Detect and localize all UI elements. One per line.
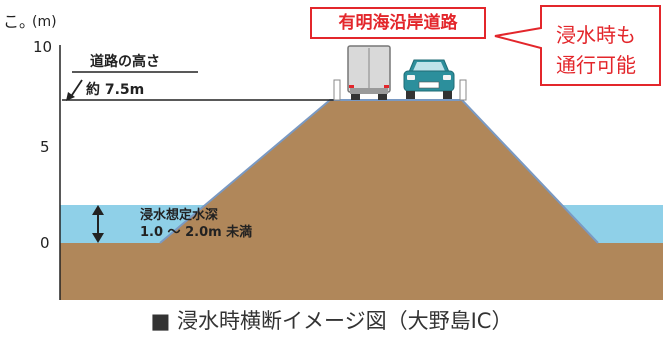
- y-tick-0: 0: [40, 234, 50, 252]
- road-height-value: 約 7.5m: [86, 81, 144, 98]
- flood-depth-arrowhead-down: [92, 233, 104, 243]
- truck-icon: [347, 45, 391, 100]
- flood-depth-title: 浸水想定水深: [140, 207, 218, 223]
- road-height-arrowhead: [66, 92, 75, 101]
- road-surface-outline: [159, 99, 599, 244]
- clipped-corner-text: こ。: [3, 12, 35, 31]
- flood-depth-arrowhead-up: [92, 205, 104, 215]
- callout-bubble: [494, 5, 661, 86]
- road-name-label: 有明海沿岸道路: [310, 7, 486, 39]
- embankment: [160, 100, 598, 243]
- ground: [60, 243, 663, 300]
- y-tick-10: 10: [33, 38, 52, 56]
- left-bollard: [333, 79, 341, 101]
- callout-line1: 浸水時も: [556, 23, 636, 47]
- y-axis-unit: (m): [32, 14, 57, 30]
- callout-line2: 通行可能: [556, 53, 636, 77]
- right-bollard: [459, 79, 467, 101]
- car-icon: [403, 59, 455, 99]
- road-height-title: 道路の高さ: [90, 53, 160, 70]
- flood-depth-range: 1.0 〜 2.0m 未満: [140, 224, 252, 240]
- figure-caption: ■ 浸水時横断イメージ図（大野島IC）: [150, 309, 513, 333]
- y-tick-5: 5: [40, 138, 50, 156]
